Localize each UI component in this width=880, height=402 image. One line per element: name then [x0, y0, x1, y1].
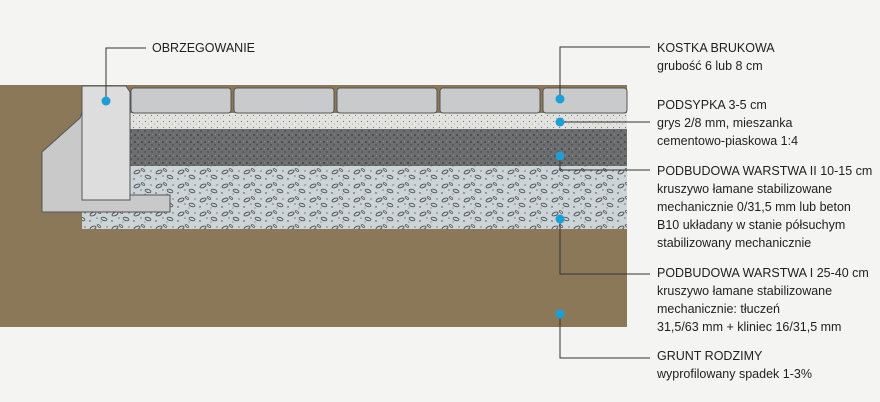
label-title: OBRZEGOWANIE [152, 41, 256, 55]
paver [336, 87, 438, 114]
label-kostka: KOSTKA BRUKOWA grubość 6 lub 8 cm [657, 39, 775, 75]
label-line: 31,5/63 mm + kliniec 16/31,5 mm [657, 320, 842, 334]
label-line: mechanicznie 0/31,5 mm lub beton [657, 200, 851, 214]
base-layer-1 [82, 165, 627, 229]
label-line: wyprofilowany spadek 1-3% [657, 367, 812, 381]
label-obrzegowanie: OBRZEGOWANIE [152, 39, 255, 57]
paver [233, 87, 335, 114]
label-podbudowa2: PODBUDOWA WARSTWA II 10-15 cm kruszywo ł… [657, 162, 872, 252]
label-line: kruszywo łamane stabilizowane [657, 182, 833, 196]
label-grunt: GRUNT RODZIMY wyprofilowany spadek 1-3% [657, 347, 812, 383]
paver [130, 87, 232, 114]
label-title: PODSYPKA 3-5 cm [657, 98, 767, 112]
paver [439, 87, 541, 114]
label-line: B10 układany w stanie półsuchym [657, 218, 846, 232]
label-line: grubość 6 lub 8 cm [657, 59, 763, 73]
label-line: mechanicznie: tłuczeń [657, 302, 780, 316]
curb-stone [81, 85, 131, 201]
label-line: cementowo-piaskowa 1:4 [657, 134, 799, 148]
marker-podbudowa2 [555, 151, 565, 161]
marker-grunt [555, 309, 565, 319]
label-podbudowa1: PODBUDOWA WARSTWA I 25-40 cm kruszywo ła… [657, 264, 869, 336]
label-line: stabilizowany mechanicznie [657, 236, 812, 250]
label-podsypka: PODSYPKA 3-5 cm grys 2/8 mm, mieszanka c… [657, 96, 798, 150]
marker-podbudowa1 [555, 214, 565, 224]
label-title: KOSTKA BRUKOWA [657, 41, 775, 55]
leader-lines [105, 46, 650, 359]
marker-obrzegowanie [101, 96, 111, 106]
marker-podsypka [555, 117, 565, 127]
marker-dots [101, 94, 565, 319]
base-layer-2 [125, 128, 627, 166]
label-line: kruszywo łamane stabilizowane [657, 284, 833, 298]
marker-kostka [555, 94, 565, 104]
label-title: PODBUDOWA WARSTWA II 10-15 cm [657, 164, 873, 178]
paver [542, 87, 628, 114]
bedding-layer [130, 113, 627, 129]
label-title: GRUNT RODZIMY [657, 349, 763, 363]
paver-row [130, 87, 628, 114]
label-line: grys 2/8 mm, mieszanka [657, 116, 793, 130]
label-title: PODBUDOWA WARSTWA I 25-40 cm [657, 266, 869, 280]
